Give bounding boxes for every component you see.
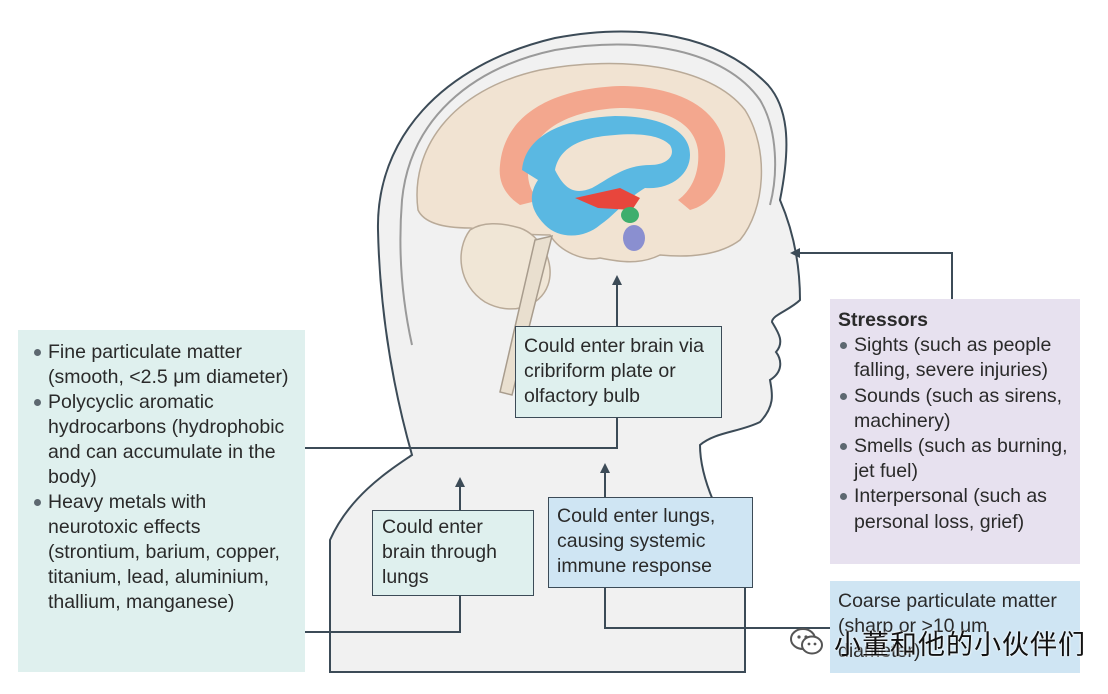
cingulate-region: [499, 86, 726, 210]
pathway-brain-through-lungs-box: Could enter brain through lungs: [372, 510, 534, 596]
coarse-particulate-box: Coarse particulate matter (sharp or >10 …: [830, 581, 1080, 673]
particulates-box: Fine particulate matter (smooth, <2.5 μm…: [18, 330, 305, 672]
pathway-lungs-immune-box: Could enter lungs, causing systemic immu…: [548, 497, 753, 588]
watermark-text: 小董和他的小伙伴们: [834, 629, 1086, 660]
skull-outline: [399, 43, 777, 346]
list-item: Sounds (such as sirens, machinery): [838, 384, 1072, 434]
list-item: Fine particulate matter (smooth, <2.5 μm…: [32, 340, 297, 390]
ventricle-region: [522, 116, 690, 236]
green-region: [621, 207, 639, 223]
brainstem: [499, 234, 554, 396]
pathway-cribriform-box: Could enter brain via cribriform plate o…: [515, 326, 722, 418]
list-item: Polycyclic aromatic hydrocarbons (hydrop…: [32, 390, 297, 490]
list-item: Smells (such as burning, jet fuel): [838, 434, 1072, 484]
amygdala-region: [575, 188, 640, 210]
stressors-box: Stressors Sights (such as people falling…: [830, 299, 1080, 564]
list-item: Sights (such as people falling, severe i…: [838, 333, 1072, 383]
watermark: 小董和他的小伙伴们: [790, 620, 1086, 664]
stressors-title: Stressors: [838, 309, 928, 331]
purple-region: [623, 225, 645, 251]
connector-stressors: [790, 248, 953, 299]
list-item: Heavy metals with neurotoxic effects (st…: [32, 490, 297, 615]
list-item: Interpersonal (such as personal loss, gr…: [838, 484, 1072, 534]
wechat-icon: [790, 628, 823, 655]
